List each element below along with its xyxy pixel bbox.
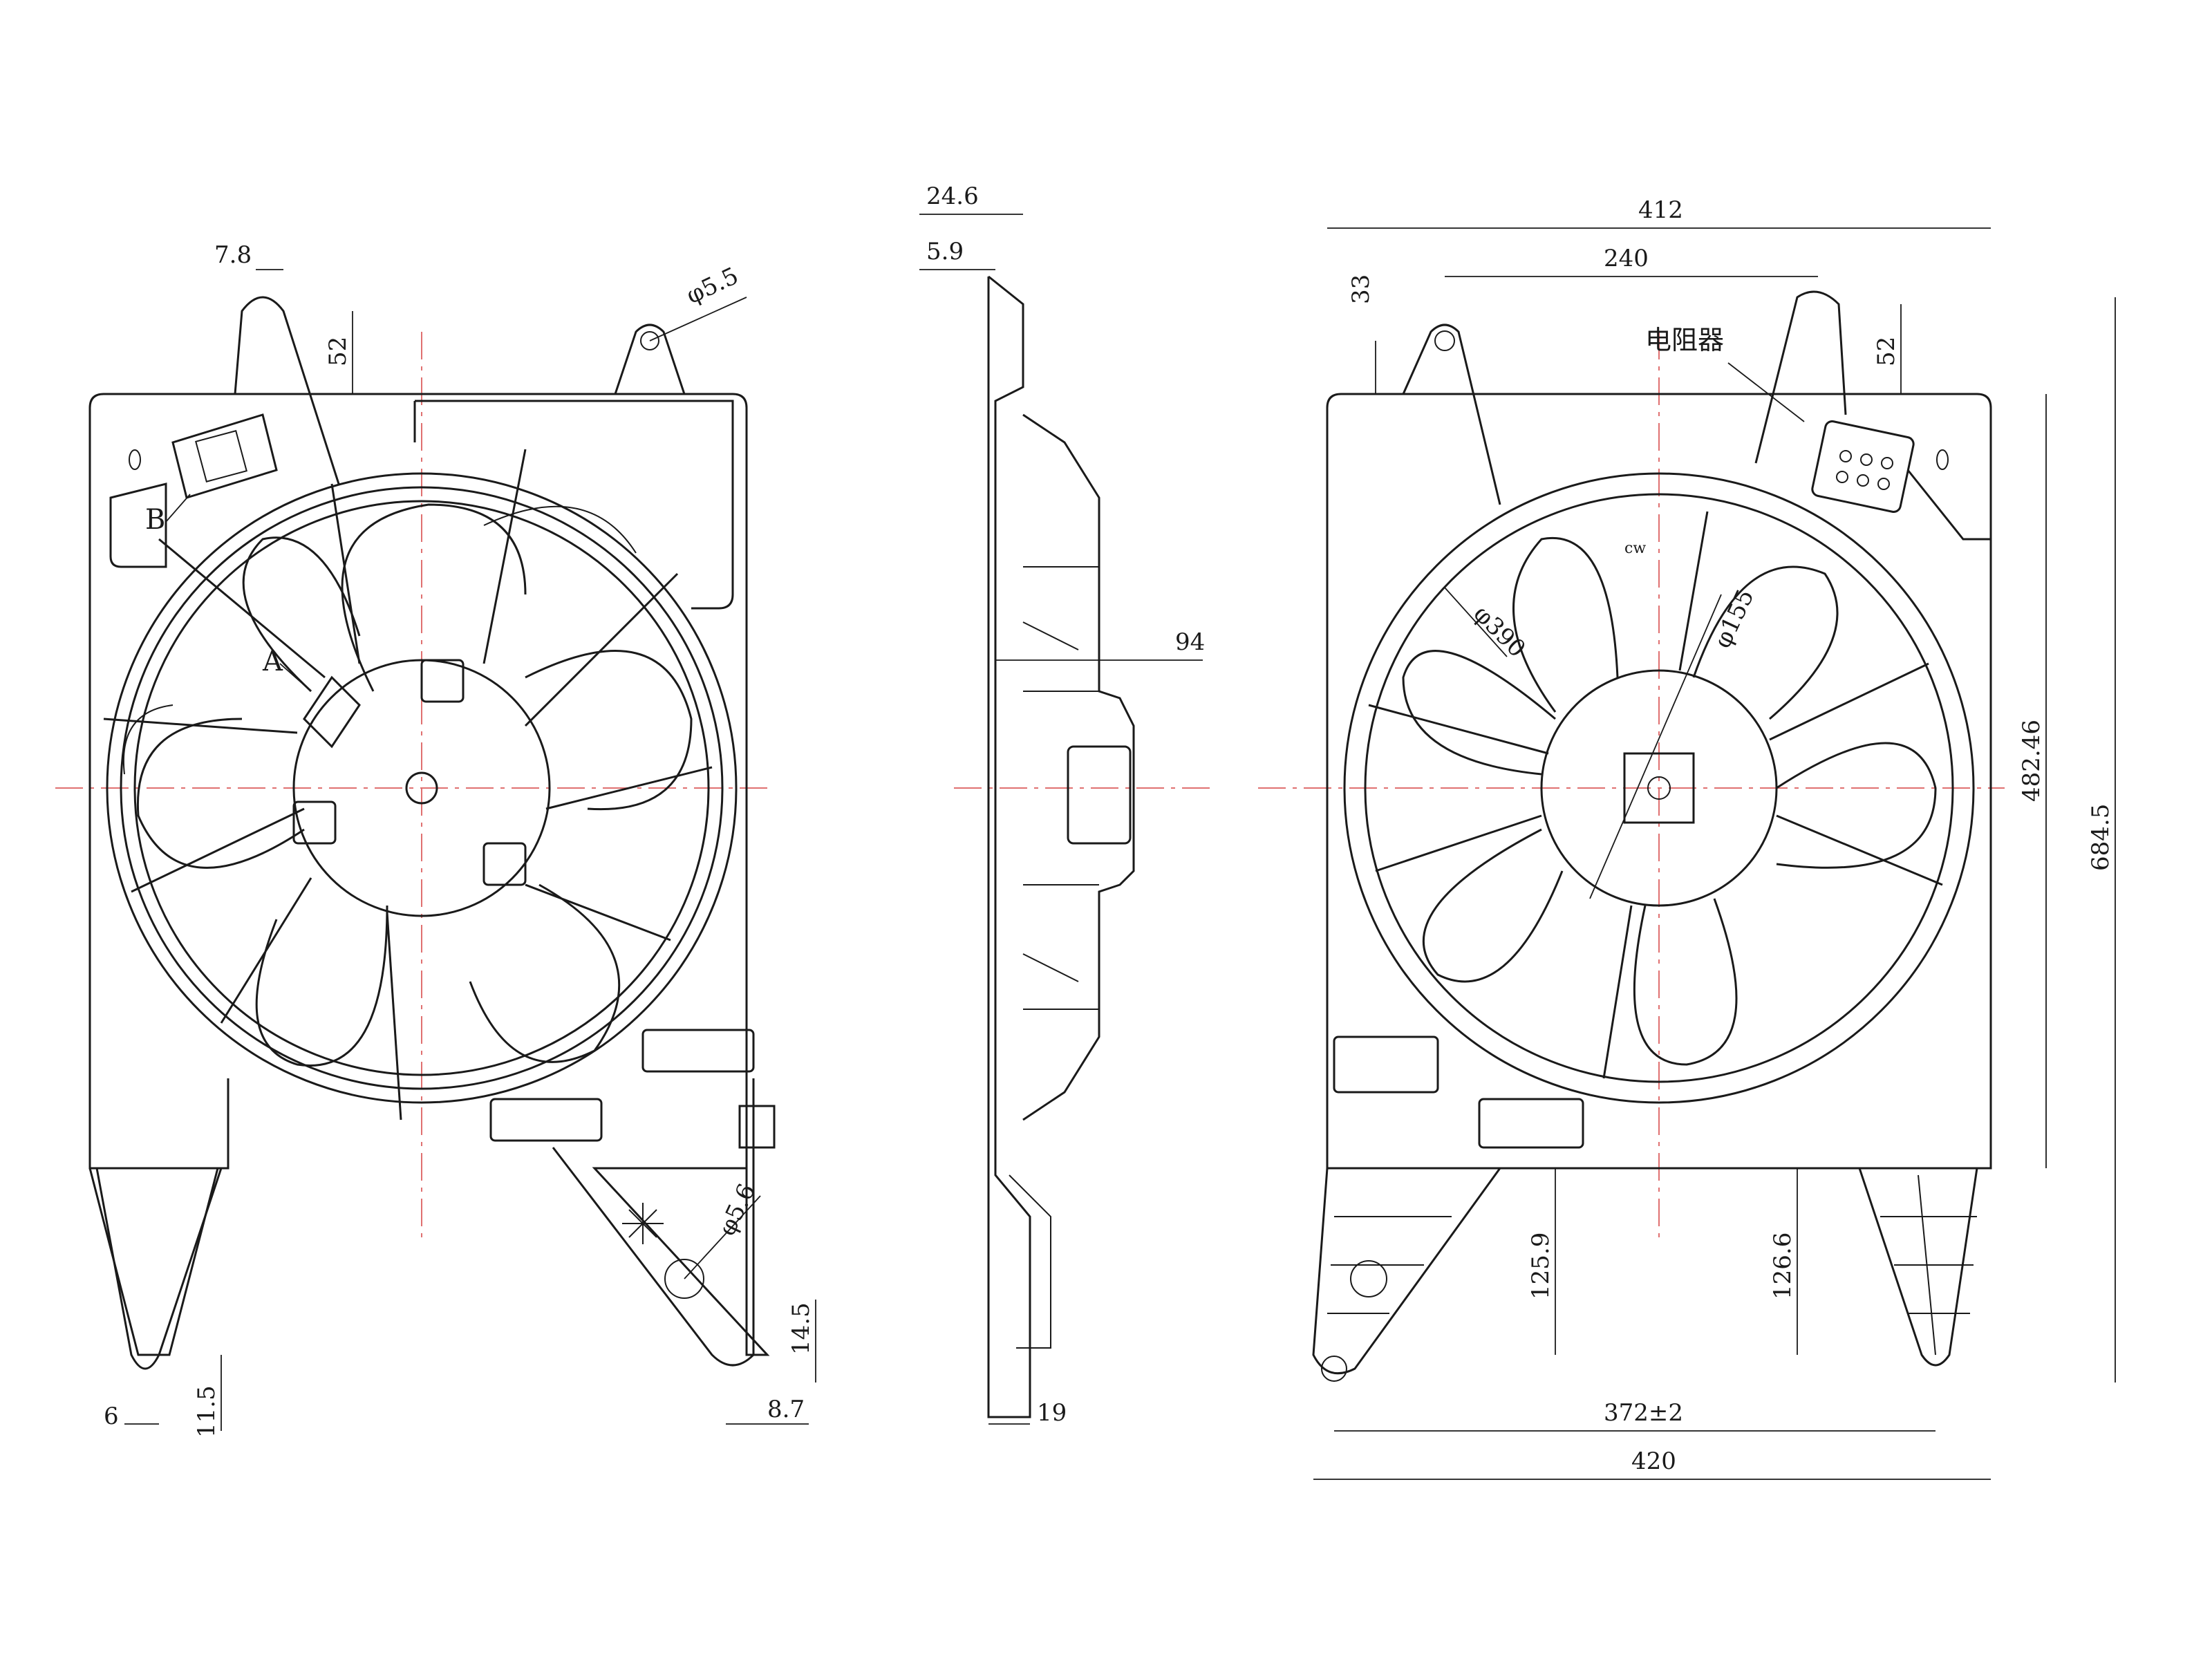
front-dim-6: 6 [104,1403,119,1430]
rear-dim-phi390-line [1444,587,1508,657]
front-dim-8-7: 8.7 [767,1396,805,1423]
front-dim-7-8: 7.8 [214,241,252,269]
side-motor-body [1022,413,1135,1121]
side-shroud-profile [987,275,1031,1418]
front-left-slot [129,449,141,470]
side-dim-19: 19 [1037,1399,1067,1427]
front-fan-ring-inner [133,500,710,1076]
front-bottom-clip-2 [641,1029,755,1073]
front-resistor-b-inner [195,430,247,482]
rear-top-left-tab [1402,324,1501,505]
rear-bracket-hole-2 [1321,1356,1347,1382]
front-label-b: B [145,504,165,536]
rear-bracket-hole-1 [1350,1260,1387,1297]
side-ribs [1022,566,1099,1010]
front-bracket-mark [622,1203,664,1244]
front-fan-ring-outer [106,472,738,1104]
rear-dim-33: 33 [1347,274,1375,304]
front-hub-boss-2 [292,800,337,845]
side-dim-24-6: 24.6 [926,182,979,210]
front-top-left-tab [234,296,340,485]
rear-leg-ribs [1327,1174,1977,1356]
rear-shroud-outline [1326,393,1992,1170]
rear-clip-center [1478,1098,1584,1149]
rear-fan-ring-outer [1343,472,1975,1104]
front-hub-boss-3 [482,842,527,886]
rear-dim-52: 52 [1873,337,1900,366]
front-dim-52: 52 [324,337,352,366]
rear-dim-125-9: 125.9 [1527,1232,1555,1300]
rear-view: 412 240 33 52 482.46 684.5 φ390 φ155 125… [1258,196,2116,1480]
front-bottom-clip-1 [489,1098,603,1142]
rear-label-resistor-leader [1727,362,1805,422]
rear-right-leg [1858,1168,1978,1367]
side-view: 24.6 5.9 94 19 [919,182,1217,1427]
front-fan-blades [122,503,693,1067]
front-bracket-hole [664,1259,704,1299]
front-dim-phi55-line [649,297,747,341]
rear-left-bracket [1312,1168,1501,1375]
rear-top-right-tab [1754,290,1847,464]
rear-fan-blades [1402,537,1937,1066]
front-hub-center [405,771,438,805]
front-label-a-arrow [279,663,312,692]
front-label-a: A [262,646,283,677]
rear-resistor-pins [1836,450,1893,490]
front-left-pocket [109,482,167,568]
front-left-leg [95,1168,223,1370]
front-label-b-arrow [165,494,191,523]
rear-dim-126-6: 126.6 [1769,1232,1797,1300]
front-fan-ring-mid [120,486,724,1090]
side-dim-94: 94 [1175,628,1205,656]
front-dim-phi56-line [684,1195,761,1280]
rear-clip-left [1333,1035,1439,1094]
front-shroud-outline [88,393,770,1356]
front-resistor-b [171,413,278,499]
side-dim-5-9: 5.9 [926,238,964,265]
front-struts [103,449,713,1121]
front-top-inner-panel [413,400,734,610]
rear-resistor-wire [1906,469,1991,541]
rear-dim-412: 412 [1638,196,1683,224]
rear-label-resistor: 电阻器 [1645,325,1724,355]
front-connector-side [738,1105,776,1149]
rear-top-left-hole [1434,330,1455,351]
side-lower-bracket [1009,1174,1051,1349]
front-right-bracket [552,1078,755,1367]
rear-dim-420: 420 [1631,1447,1676,1475]
front-dim-14-5: 14.5 [787,1302,815,1355]
front-view: 7.8 52 φ5.5 φ5.6 14.5 6 11.5 8.7 B A [55,241,816,1438]
rear-resistor [1811,420,1915,513]
front-top-right-hole [640,331,659,350]
rear-dim-684-5: 684.5 [2087,804,2115,871]
rear-right-slot [1936,449,1949,470]
front-motor-housing [292,659,551,917]
front-dim-11-5: 11.5 [193,1385,221,1438]
rear-fan-ring-inner [1364,493,1954,1083]
front-hub-boss-1 [420,659,465,703]
rear-label-cw: cw [1624,540,1646,557]
rear-hub-center [1647,776,1671,800]
rear-dim-482-46: 482.46 [2018,720,2045,802]
rear-dim-phi155: φ155 [1709,585,1760,653]
rear-dim-240: 240 [1604,245,1649,272]
front-top-right-tab [614,324,686,395]
rear-dim-phi155-line [1589,594,1722,899]
rear-hub-square [1623,752,1695,824]
side-motor-cap [1067,745,1132,845]
rear-struts [1368,511,1943,1079]
rear-dim-372: 372±2 [1604,1399,1683,1427]
front-connector-a [303,675,361,749]
